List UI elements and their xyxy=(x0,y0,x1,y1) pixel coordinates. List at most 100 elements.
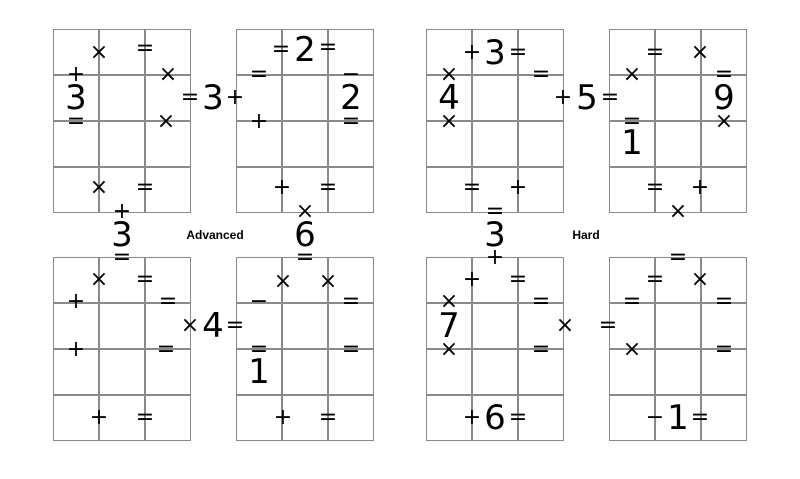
grid-cell[interactable] xyxy=(426,121,472,167)
grid-cell[interactable] xyxy=(518,29,564,75)
grid-cell[interactable] xyxy=(701,167,747,213)
grid-cell[interactable] xyxy=(236,257,282,303)
grid-cell[interactable] xyxy=(426,75,472,121)
grid-cell[interactable] xyxy=(609,349,655,395)
grid-cell[interactable] xyxy=(609,395,655,441)
grid-cell[interactable] xyxy=(472,257,518,303)
grid-cell[interactable] xyxy=(655,121,701,167)
grid-cell[interactable] xyxy=(53,29,99,75)
grid-cell[interactable] xyxy=(701,349,747,395)
grid-cell[interactable] xyxy=(99,349,145,395)
grid-cell[interactable] xyxy=(701,395,747,441)
grid-cell[interactable] xyxy=(53,395,99,441)
grid-cell[interactable] xyxy=(609,75,655,121)
grid-cell[interactable] xyxy=(426,395,472,441)
grid-cell[interactable] xyxy=(426,303,472,349)
grid-cell[interactable] xyxy=(282,257,328,303)
grid-cell[interactable] xyxy=(99,29,145,75)
grid-cell[interactable] xyxy=(328,75,374,121)
grid-cell[interactable] xyxy=(99,395,145,441)
grid-cell[interactable] xyxy=(145,75,191,121)
grid-cell[interactable] xyxy=(518,75,564,121)
grid-cell[interactable] xyxy=(282,395,328,441)
grid-cell[interactable] xyxy=(99,167,145,213)
grid-cell[interactable] xyxy=(472,167,518,213)
grid-cell[interactable] xyxy=(145,303,191,349)
grid-cell[interactable] xyxy=(655,75,701,121)
grid-cell[interactable] xyxy=(282,167,328,213)
grid-cell[interactable] xyxy=(609,121,655,167)
grid-cell[interactable] xyxy=(145,167,191,213)
grid-cell[interactable] xyxy=(518,121,564,167)
grid-cell[interactable] xyxy=(99,75,145,121)
grid-cell[interactable] xyxy=(328,121,374,167)
grid-cell[interactable] xyxy=(472,349,518,395)
grid-cell[interactable] xyxy=(655,395,701,441)
grid-cell[interactable] xyxy=(53,75,99,121)
operator-symbol: = xyxy=(66,109,86,134)
grid-cell[interactable] xyxy=(328,257,374,303)
grid-cell[interactable] xyxy=(701,29,747,75)
grid-cell[interactable] xyxy=(701,75,747,121)
grid-cell[interactable] xyxy=(236,349,282,395)
grid-cell[interactable] xyxy=(282,303,328,349)
grid-cell[interactable] xyxy=(518,349,564,395)
grid-cell[interactable] xyxy=(282,75,328,121)
grid-cell[interactable] xyxy=(53,349,99,395)
grid-cell[interactable] xyxy=(53,303,99,349)
grid-cell[interactable] xyxy=(655,303,701,349)
grid-cell[interactable] xyxy=(701,303,747,349)
grid-cell[interactable] xyxy=(99,121,145,167)
grid-cell[interactable] xyxy=(472,29,518,75)
grid-cell[interactable] xyxy=(145,121,191,167)
grid-cell[interactable] xyxy=(282,121,328,167)
grid-cell[interactable] xyxy=(282,349,328,395)
grid-cell[interactable] xyxy=(145,349,191,395)
grid-cell[interactable] xyxy=(609,303,655,349)
grid-cell[interactable] xyxy=(145,257,191,303)
grid-cell[interactable] xyxy=(53,257,99,303)
grid-cell[interactable] xyxy=(655,257,701,303)
grid-cell[interactable] xyxy=(328,303,374,349)
grid-cell[interactable] xyxy=(609,167,655,213)
grid-cell[interactable] xyxy=(145,29,191,75)
grid-cell[interactable] xyxy=(236,75,282,121)
grid-cell[interactable] xyxy=(282,29,328,75)
grid-cell[interactable] xyxy=(655,29,701,75)
grid-cell[interactable] xyxy=(145,395,191,441)
grid-cell[interactable] xyxy=(701,121,747,167)
grid-cell[interactable] xyxy=(426,29,472,75)
grid-cell[interactable] xyxy=(655,349,701,395)
grid-cell[interactable] xyxy=(99,257,145,303)
grid-cell[interactable] xyxy=(328,395,374,441)
grid-cell[interactable] xyxy=(472,303,518,349)
grid-cell[interactable] xyxy=(518,257,564,303)
grid-cell[interactable] xyxy=(518,167,564,213)
grid-cell[interactable] xyxy=(426,349,472,395)
grid-cell[interactable] xyxy=(426,167,472,213)
grid-cell[interactable] xyxy=(655,167,701,213)
grid-cell[interactable] xyxy=(236,303,282,349)
grid-cell[interactable] xyxy=(701,257,747,303)
operator-symbol: × xyxy=(295,199,315,224)
grid-cell[interactable] xyxy=(472,395,518,441)
grid-cell[interactable] xyxy=(236,29,282,75)
puzzle-label-advanced: Advanced xyxy=(186,228,244,242)
grid-cell[interactable] xyxy=(53,121,99,167)
grid-cell[interactable] xyxy=(328,349,374,395)
grid-cell[interactable] xyxy=(236,167,282,213)
grid-cell[interactable] xyxy=(236,121,282,167)
grid-cell[interactable] xyxy=(609,257,655,303)
given-number: 3 xyxy=(202,78,224,118)
grid-cell[interactable] xyxy=(472,121,518,167)
grid-cell[interactable] xyxy=(99,303,145,349)
grid-cell[interactable] xyxy=(53,167,99,213)
grid-cell[interactable] xyxy=(518,303,564,349)
grid-cell[interactable] xyxy=(426,257,472,303)
grid-cell[interactable] xyxy=(236,395,282,441)
grid-cell[interactable] xyxy=(328,29,374,75)
grid-cell[interactable] xyxy=(518,395,564,441)
grid-cell[interactable] xyxy=(609,29,655,75)
grid-cell[interactable] xyxy=(328,167,374,213)
grid-cell[interactable] xyxy=(472,75,518,121)
